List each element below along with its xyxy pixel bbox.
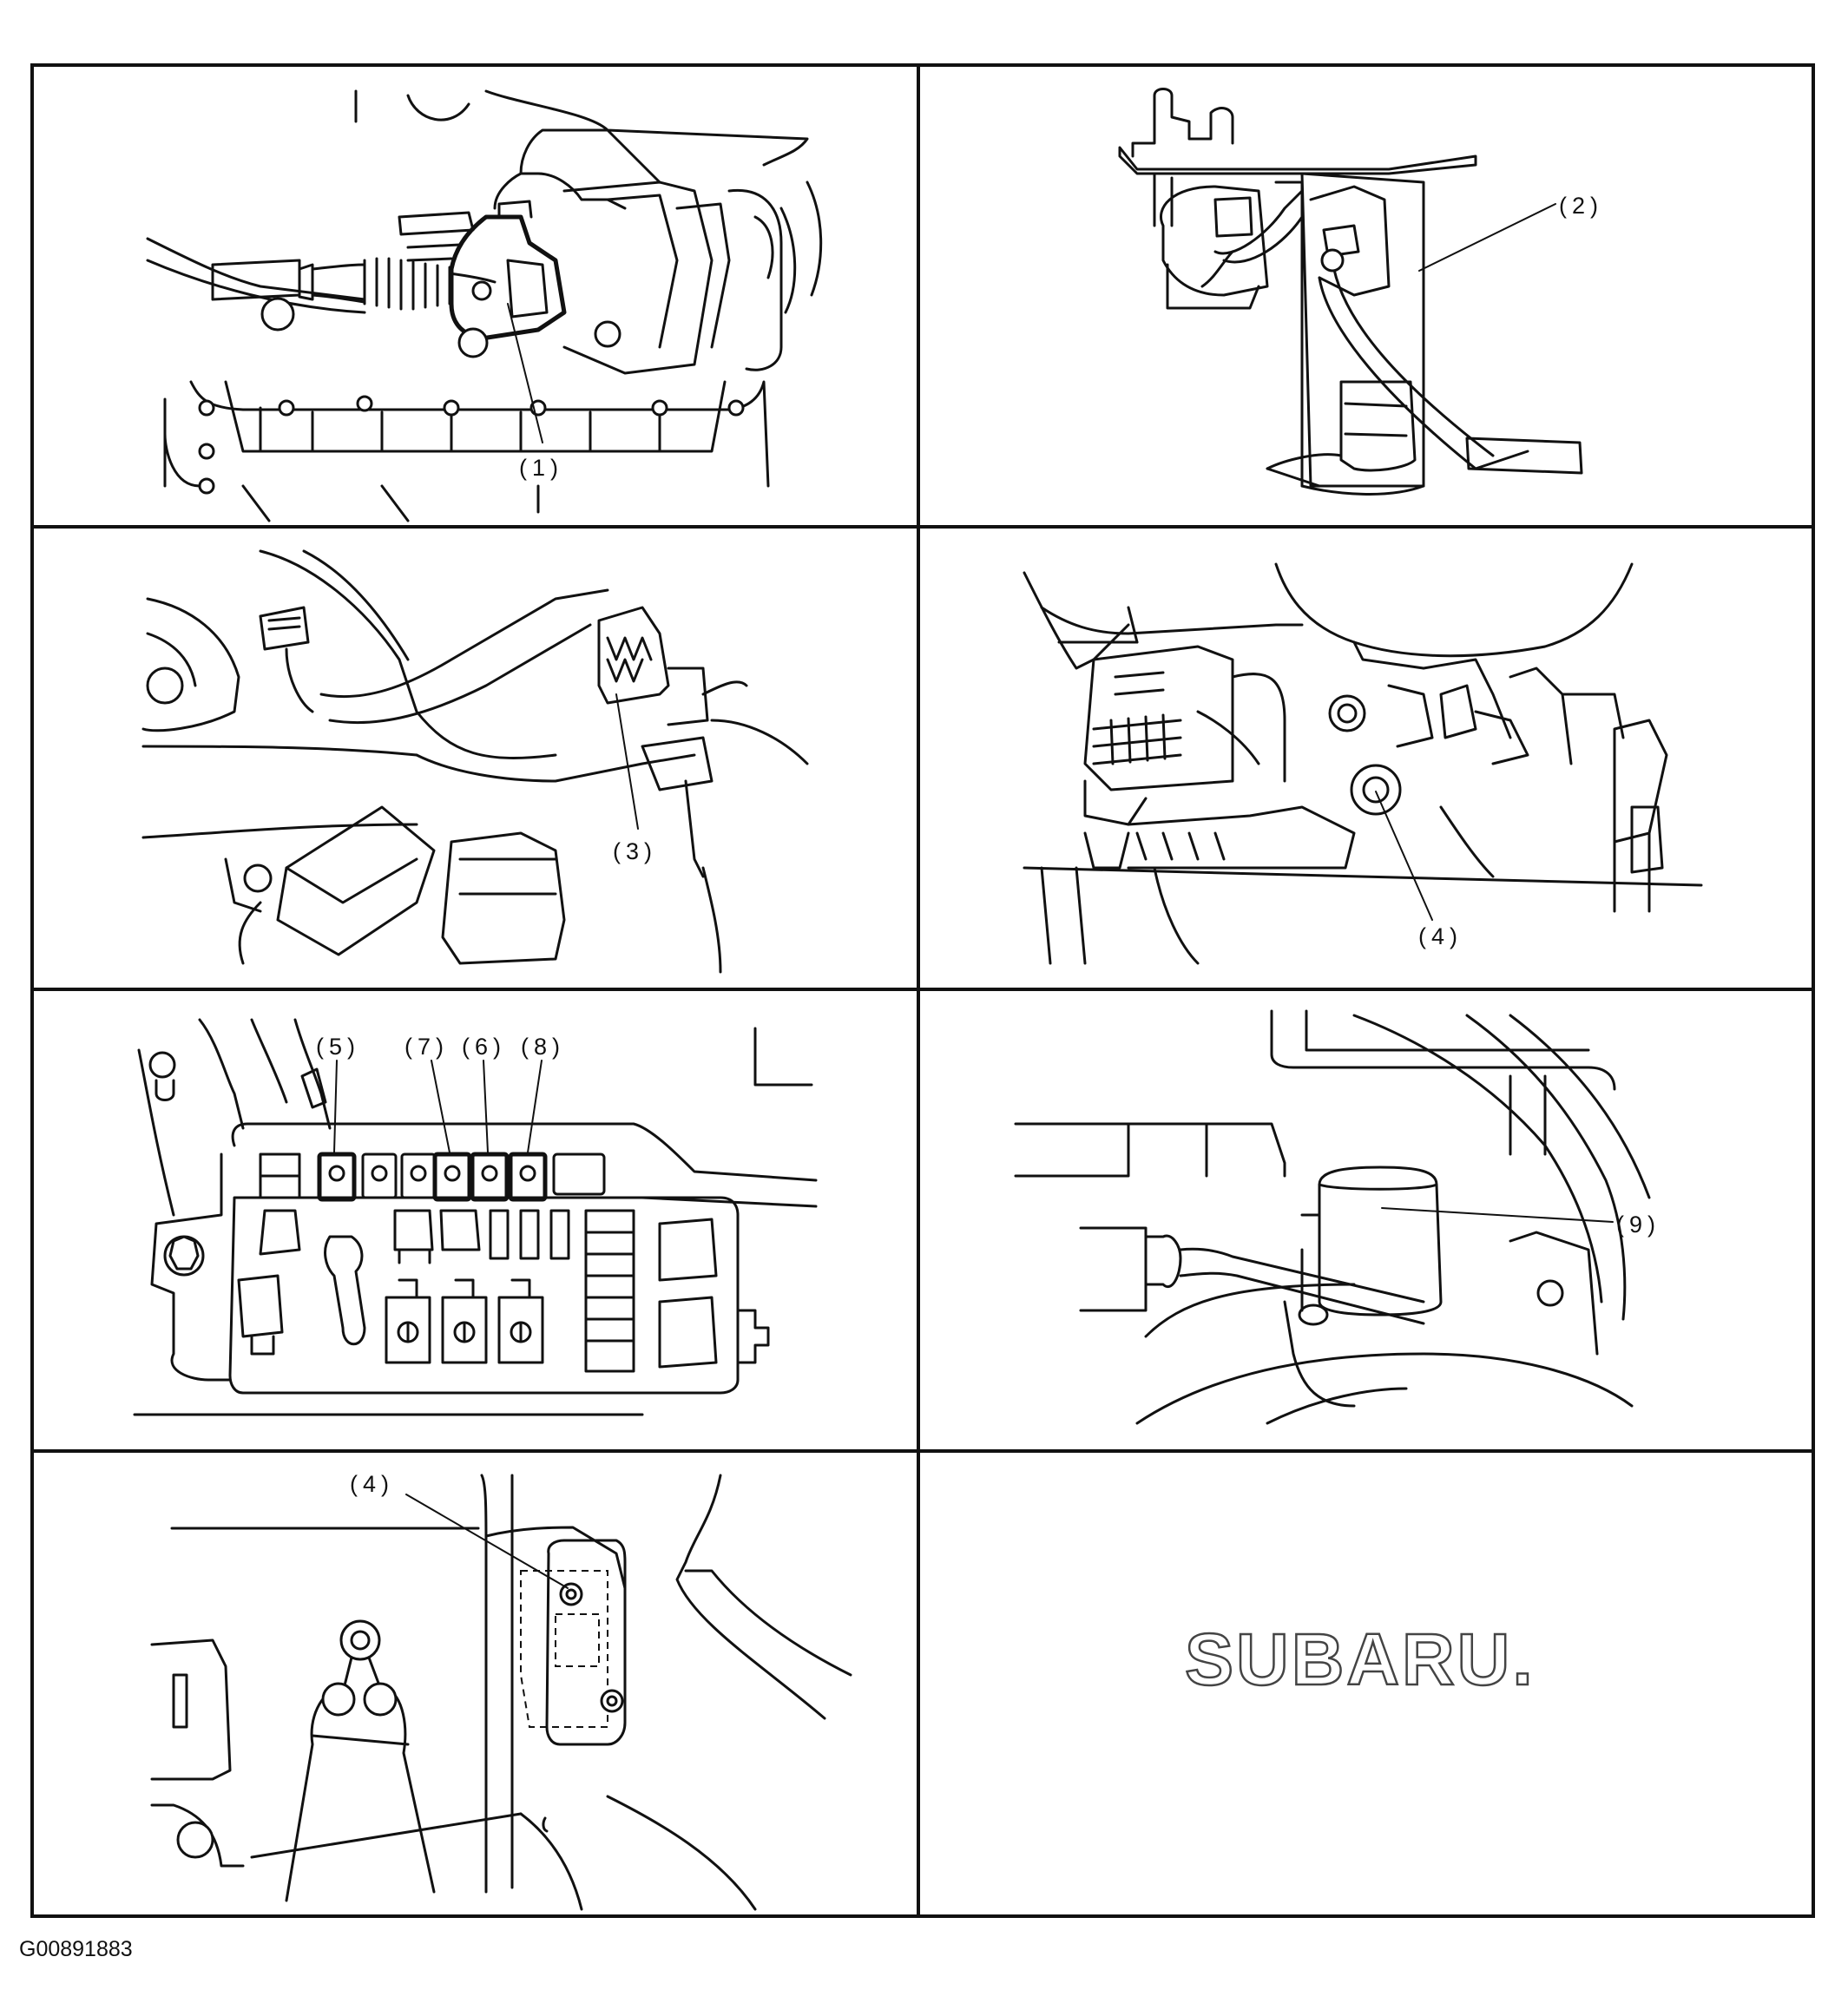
panel-4-relays: (4) (1023, 562, 1703, 965)
callout-4b: (4) (350, 1471, 394, 1497)
callout-5: (5) (316, 1034, 360, 1060)
panel-7-bracket: (4) (150, 1471, 852, 1911)
panel-grid (30, 63, 1815, 1918)
panel-1-transmission: (1) (146, 89, 823, 522)
panel-3-harness: (3) (141, 549, 809, 974)
callout-4a: (4) (1418, 923, 1463, 949)
callout-8: (8) (521, 1034, 565, 1060)
subaru-logo: SUBARU. (1185, 1619, 1536, 1700)
fuse-row (317, 1152, 548, 1202)
panel-2-fuel-pump: (2) (1118, 88, 1603, 496)
image-id-label: G00891883 (19, 1937, 133, 1961)
callout-7: (7) (404, 1034, 449, 1060)
callout-6: (6) (462, 1034, 506, 1060)
panel-5-fuse-box: (5) (7) (6) (8) (133, 1018, 818, 1416)
callout-2: (2) (1559, 193, 1603, 219)
panel-6-component-9: (9) (1014, 1009, 1661, 1425)
panel-8-logo: SUBARU. (1184, 1618, 1536, 1702)
callout-9: (9) (1616, 1212, 1661, 1238)
callout-3: (3) (613, 838, 657, 864)
callout-1: (1) (519, 455, 563, 481)
